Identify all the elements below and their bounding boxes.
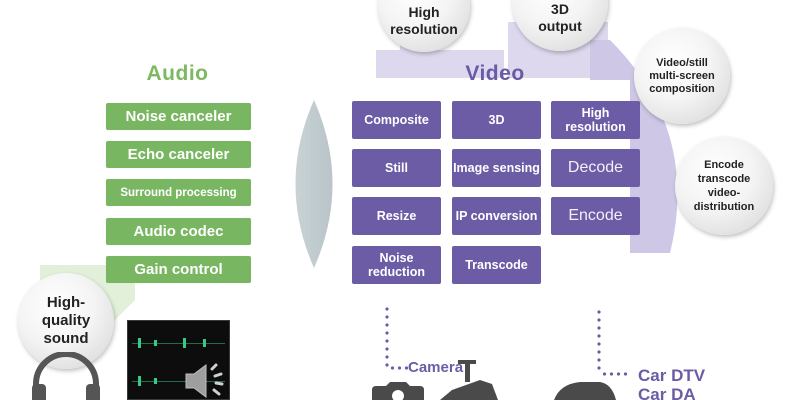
bubble-line: video- (707, 187, 741, 199)
video-item-still[interactable]: Still (352, 149, 441, 187)
camera-connector-vertical (385, 305, 389, 367)
audio-item-audio-codec[interactable]: Audio codec (106, 218, 251, 245)
video-item-noise-reduction[interactable]: Noise reduction (352, 246, 441, 284)
video-item-encode[interactable]: Encode (551, 197, 640, 235)
bubble-line: 3D (551, 1, 569, 17)
video-item-decode[interactable]: Decode (551, 149, 640, 187)
bubble-line: Encode (704, 159, 744, 171)
car-icon (554, 382, 616, 400)
video-item-3d[interactable]: 3D (452, 101, 541, 139)
camera-connector-horizontal (389, 366, 409, 370)
waveform-peak (154, 340, 157, 346)
car-connector-vertical (597, 308, 601, 373)
waveform-peak (154, 378, 157, 384)
audio-item-noise-canceler[interactable]: Noise canceler (106, 103, 251, 130)
bubble-line: High- (46, 294, 86, 311)
video-item-composite[interactable]: Composite (352, 101, 441, 139)
audio-waveform-display (127, 320, 230, 400)
waveform-peak (203, 339, 206, 347)
video-item-high-resolution[interactable]: High resolution (551, 101, 640, 139)
headphones-icon (32, 352, 100, 400)
bubble-line: quality (41, 312, 91, 329)
video-item-resize[interactable]: Resize (352, 197, 441, 235)
bubble-encode-transcode-distribution: Encode transcode video- distribution (675, 137, 773, 235)
bubble-line: Video/still (656, 56, 708, 69)
waveform-track (132, 381, 225, 382)
audio-item-surround-processing[interactable]: Surround processing (106, 179, 251, 206)
waveform-peak (138, 376, 141, 386)
bubble-line: transcode (697, 173, 751, 185)
audio-item-echo-canceler[interactable]: Echo canceler (106, 141, 251, 168)
bubble-line: composition (649, 82, 715, 95)
video-section-title: Video (465, 62, 525, 85)
video-background-left (376, 50, 504, 78)
bubble-line: sound (43, 330, 89, 347)
video-item-ip-conversion[interactable]: IP conversion (452, 197, 541, 235)
bubble-line: output (538, 18, 582, 34)
bubble-line: resolution (390, 21, 458, 37)
video-item-image-sensing[interactable]: Image sensing (452, 149, 541, 187)
waveform-peak (138, 338, 141, 348)
bubble-line: multi-screen (649, 69, 715, 82)
bubble-multi-screen-composition: Video/still multi-screen composition (634, 28, 730, 124)
bubble-line: distribution (693, 201, 755, 213)
car-da-label: Car DA (638, 385, 696, 400)
camera-icon (372, 382, 424, 400)
waveform-track (132, 343, 225, 344)
video-background-arc (590, 40, 678, 253)
waveform-peak (183, 338, 186, 348)
car-dtv-label: Car DTV (638, 366, 706, 385)
bubble-line: High (408, 4, 440, 20)
bubble-high-resolution: High resolution (378, 0, 470, 52)
audio-section-title: Audio (146, 62, 209, 85)
lens-shape (295, 100, 333, 268)
camera-label: Camera (408, 359, 464, 376)
security-camera-icon (440, 360, 498, 400)
video-item-transcode[interactable]: Transcode (452, 246, 541, 284)
car-connector-horizontal (601, 372, 629, 376)
audio-item-gain-control[interactable]: Gain control (106, 256, 251, 283)
speaker-icon (185, 363, 224, 398)
